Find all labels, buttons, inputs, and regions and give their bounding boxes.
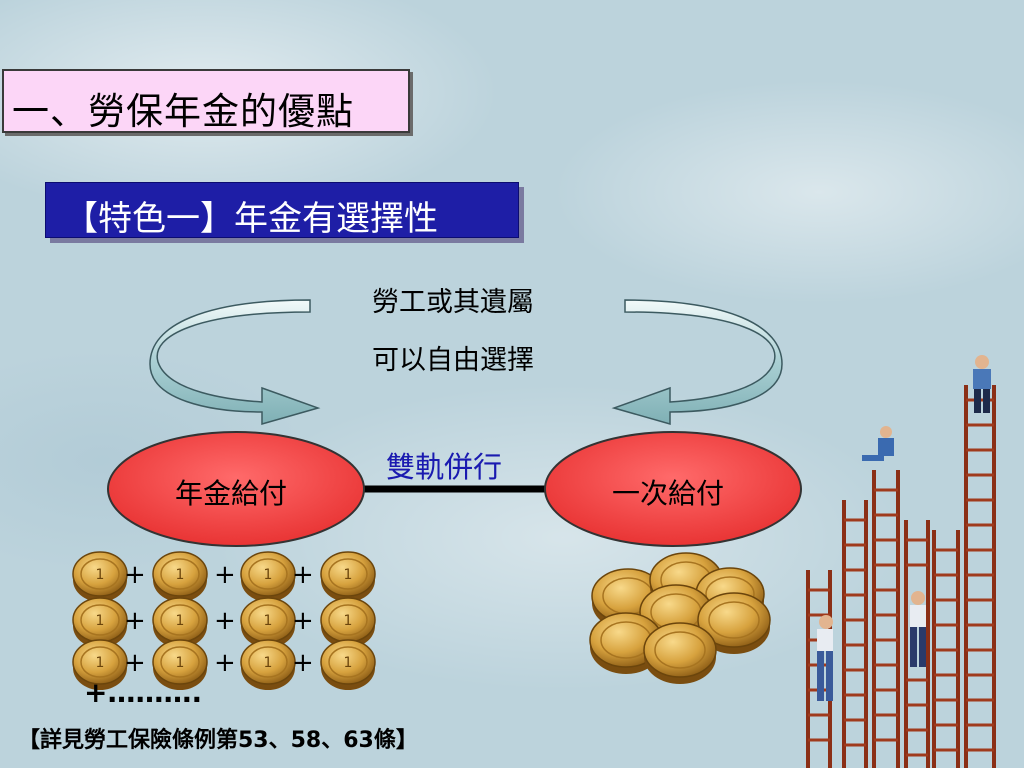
coin-icon: 1: [72, 597, 128, 648]
coin-icon: 1: [240, 597, 296, 648]
svg-text:1: 1: [96, 567, 105, 583]
plus-sign: +: [214, 648, 236, 678]
lump-sum-ellipse: [544, 431, 802, 547]
subtitle-text: 【特色一】年金有選擇性: [64, 199, 438, 239]
plus-sign: +: [124, 560, 146, 590]
ladder-climbers-illustration: [806, 355, 996, 768]
lump-sum-option-label: 一次給付: [612, 477, 725, 510]
annuity-ellipse: [107, 431, 365, 547]
left-curved-arrow-icon: [149, 299, 321, 425]
dual-track-label: 雙軌併行: [386, 450, 503, 484]
coin-icon: 1: [152, 597, 208, 648]
svg-text:1: 1: [344, 567, 353, 583]
plus-sign: +: [124, 606, 146, 636]
svg-text:1: 1: [176, 567, 185, 583]
footnote: 【詳見勞工保險條例第53、58、63條】: [18, 728, 418, 753]
coin-icon: 1: [320, 597, 376, 648]
person-climbing-left-icon: [817, 615, 833, 701]
continuation-text: +……….: [84, 676, 203, 709]
choice-line-2: 可以自由選擇: [372, 345, 534, 376]
svg-text:1: 1: [176, 655, 185, 671]
svg-text:1: 1: [264, 655, 273, 671]
plus-sign: +: [124, 648, 146, 678]
annuity-option-label: 年金給付: [175, 477, 288, 510]
coin-icon: 1: [240, 551, 296, 602]
coin-icon: 1: [320, 639, 376, 690]
subtitle-box: 【特色一】年金有選擇性: [45, 182, 519, 239]
coin-icon: 1: [320, 551, 376, 602]
coin-icon: 1: [152, 639, 208, 690]
person-sitting-icon: [862, 426, 894, 461]
coin-icon: 1: [72, 639, 128, 690]
annuity-coins: 1 1 1 1 1 1: [72, 551, 376, 690]
slide-title-box: 一、勞保年金的優點: [2, 69, 410, 133]
svg-text:1: 1: [176, 613, 185, 629]
right-curved-arrow-icon: [611, 299, 783, 425]
coin-icon: 1: [72, 551, 128, 602]
svg-text:1: 1: [264, 613, 273, 629]
lump-sum-coin-pile: [589, 552, 771, 684]
choice-line-1: 勞工或其遺屬: [372, 287, 534, 318]
svg-text:1: 1: [264, 567, 273, 583]
coin-icon: 1: [152, 551, 208, 602]
person-top-icon: [973, 355, 991, 413]
plus-sign: +: [214, 560, 236, 590]
coin-icon: 1: [240, 639, 296, 690]
plus-sign: +: [292, 606, 314, 636]
svg-text:1: 1: [344, 613, 353, 629]
plus-sign: +: [292, 648, 314, 678]
plus-sign: +: [214, 606, 236, 636]
plus-sign: +: [292, 560, 314, 590]
person-climbing-middle-icon: [910, 591, 926, 667]
slide-title: 一、勞保年金的優點: [12, 90, 354, 133]
svg-text:1: 1: [96, 613, 105, 629]
svg-text:1: 1: [96, 655, 105, 671]
svg-text:1: 1: [344, 655, 353, 671]
